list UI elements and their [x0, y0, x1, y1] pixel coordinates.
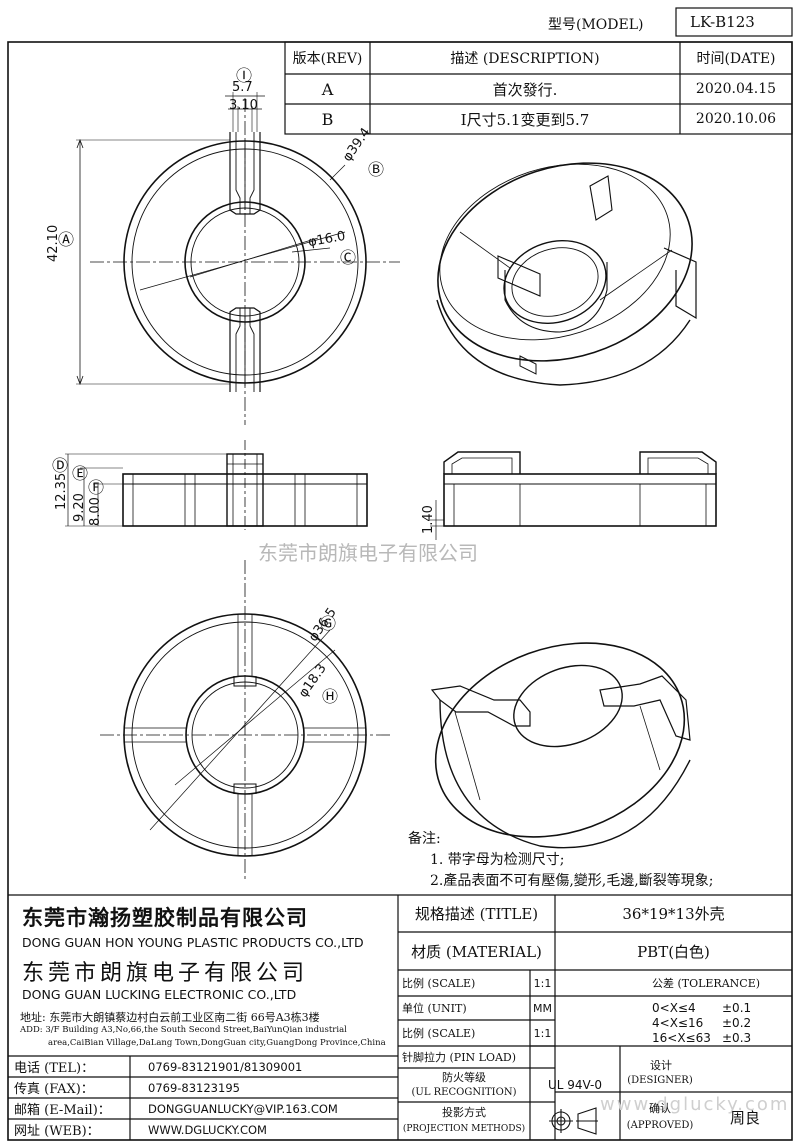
contact-web-value: WWW.DGLUCKY.COM [148, 1122, 267, 1137]
dim-e-value: 9.20 [72, 493, 87, 522]
tol-value-3: ±0.3 [722, 1031, 752, 1045]
iso-view-bottom [430, 642, 691, 849]
spec-title-label: 规格描述 (TITLE) [414, 905, 539, 923]
spec-material-value: PBT(白色) [637, 942, 710, 961]
contact-tel-value: 0769-83121901/81309001 [148, 1059, 303, 1074]
tol-value-1: ±0.1 [722, 1001, 752, 1015]
dim-g-mark: Ⓖ [320, 614, 337, 633]
desc-header: 描述 (DESCRIPTION) [450, 51, 600, 67]
tol-range-1: 0<X≤4 [652, 1001, 696, 1015]
company-address-en-1: ADD: 3/F Building A3,No,66,the South Sec… [20, 1025, 347, 1035]
company-address-en-2: area,CaiBian Village,DaLang Town,DongGua… [48, 1038, 386, 1048]
spec-tolerance-label: 公差 (TOLERANCE) [651, 977, 761, 990]
spec-scale-label: 比例 (SCALE) [402, 977, 476, 990]
projection-symbol-icon [549, 1107, 598, 1135]
date-row-a: 2020.04.15 [695, 81, 777, 97]
date-header: 时间(DATE) [696, 51, 776, 67]
dim-d-value: 12.35 [54, 472, 69, 510]
dim-i-mark: Ⓘ [236, 66, 253, 85]
dim-h-mark: Ⓗ [322, 687, 339, 706]
model-value: LK-B123 [690, 13, 755, 31]
spec-proj-label-1: 投影方式 [442, 1106, 486, 1119]
designer-label-1: 设计 [650, 1058, 672, 1072]
company-name-2-cn: 东莞市朗旗电子有限公司 [22, 961, 309, 986]
spec-unit-value: MM [533, 1001, 552, 1015]
spec-ul-label-2: (UL RECOGNITION) [411, 1087, 517, 1098]
contact-fax-value: 0769-83123195 [148, 1080, 240, 1095]
date-row-b: 2020.10.06 [695, 111, 777, 127]
spec-scale2-label: 比例 (SCALE) [402, 1027, 476, 1040]
desc-row-b: I尺寸5.1变更到5.7 [460, 110, 590, 129]
dim-e-mark: Ⓔ [72, 464, 89, 483]
dim-f-mark: Ⓕ [88, 478, 105, 497]
dim-b-mark: Ⓑ [368, 160, 385, 179]
dim-d-mark: Ⓓ [52, 456, 69, 475]
title-block-grid [8, 894, 792, 1140]
top-view [76, 92, 400, 425]
iso-view-top [436, 162, 697, 386]
model-box [675, 7, 793, 37]
contact-fax-label: 传真 (FAX)： [14, 1082, 94, 1097]
watermark-center: 东莞市朗旗电子有限公司 [258, 541, 478, 565]
notes-title: 备注: [408, 831, 441, 847]
tol-range-2: 4<X≤16 [652, 1016, 704, 1030]
rev-row-a: A [321, 79, 334, 99]
rev-header: 版本(REV) [292, 51, 363, 67]
dim-f-value: 8.00 [88, 497, 103, 526]
dim-side-value: 1.40 [421, 505, 436, 534]
approved-label-1: 确认 [649, 1102, 671, 1115]
spec-material-label: 材质 (MATERIAL) [411, 942, 542, 961]
note-2: 2.產品表面不可有壓傷,變形,毛邊,斷裂等現象; [430, 873, 714, 889]
spec-title-value: 36*19*13外壳 [622, 905, 725, 923]
company-address-cn: 地址: 东莞市大朗镇蔡边村白云前工业区南二街 66号A3栋3楼 [20, 1011, 320, 1024]
contact-email-label: 邮箱 (E-Mail)： [14, 1103, 111, 1118]
spec-ul-label-1: 防火等级 [442, 1070, 486, 1084]
spec-unit-label: 单位 (UNIT) [402, 1002, 467, 1015]
dim-i-outer: 5.7 [232, 80, 253, 95]
dim-i-inner: 3.10 [229, 98, 258, 113]
front-view [65, 440, 368, 530]
desc-row-a: 首次發行. [492, 80, 558, 99]
contact-web-label: 网址 (WEB)： [14, 1124, 100, 1139]
tol-range-3: 16<X≤63 [652, 1031, 711, 1045]
model-label: 型号(MODEL) [548, 17, 644, 33]
company-name-2-en: DONG GUAN LUCKING ELECTRONIC CO.,LTD [22, 987, 297, 1002]
tol-value-2: ±0.2 [722, 1016, 752, 1030]
bottom-view [100, 560, 390, 880]
rev-row-b: B [321, 109, 334, 129]
company-name-1-en: DONG GUAN HON YOUNG PLASTIC PRODUCTS CO.… [22, 935, 364, 950]
dim-c-mark: Ⓒ [340, 248, 357, 267]
contact-email-value: DONGGUANLUCKY@VIP.163.COM [148, 1101, 338, 1116]
side-view [430, 451, 717, 540]
company-name-1-cn: 东莞市瀚扬塑胶制品有限公司 [22, 906, 308, 930]
spec-ul-value: UL 94V-0 [547, 1078, 603, 1092]
spec-pin-label: 针脚拉力 (PIN LOAD) [402, 1051, 517, 1064]
note-1: 1. 带字母为检测尺寸; [430, 852, 565, 868]
spec-scale-value: 1:1 [533, 976, 552, 990]
dim-a-mark: Ⓐ [58, 230, 75, 249]
approved-label-2: (APPROVED) [626, 1119, 694, 1131]
watermark-bottom: www.dglucky.com [600, 1094, 790, 1115]
revision-table-grid [284, 41, 793, 135]
approved-value: 周良 [729, 1108, 760, 1127]
designer-label-2: (DESIGNER) [627, 1075, 693, 1086]
contact-tel-label: 电话 (TEL)： [14, 1061, 95, 1076]
spec-scale2-value: 1:1 [533, 1026, 552, 1040]
spec-proj-label-2: (PROJECTION METHODS) [402, 1124, 526, 1134]
